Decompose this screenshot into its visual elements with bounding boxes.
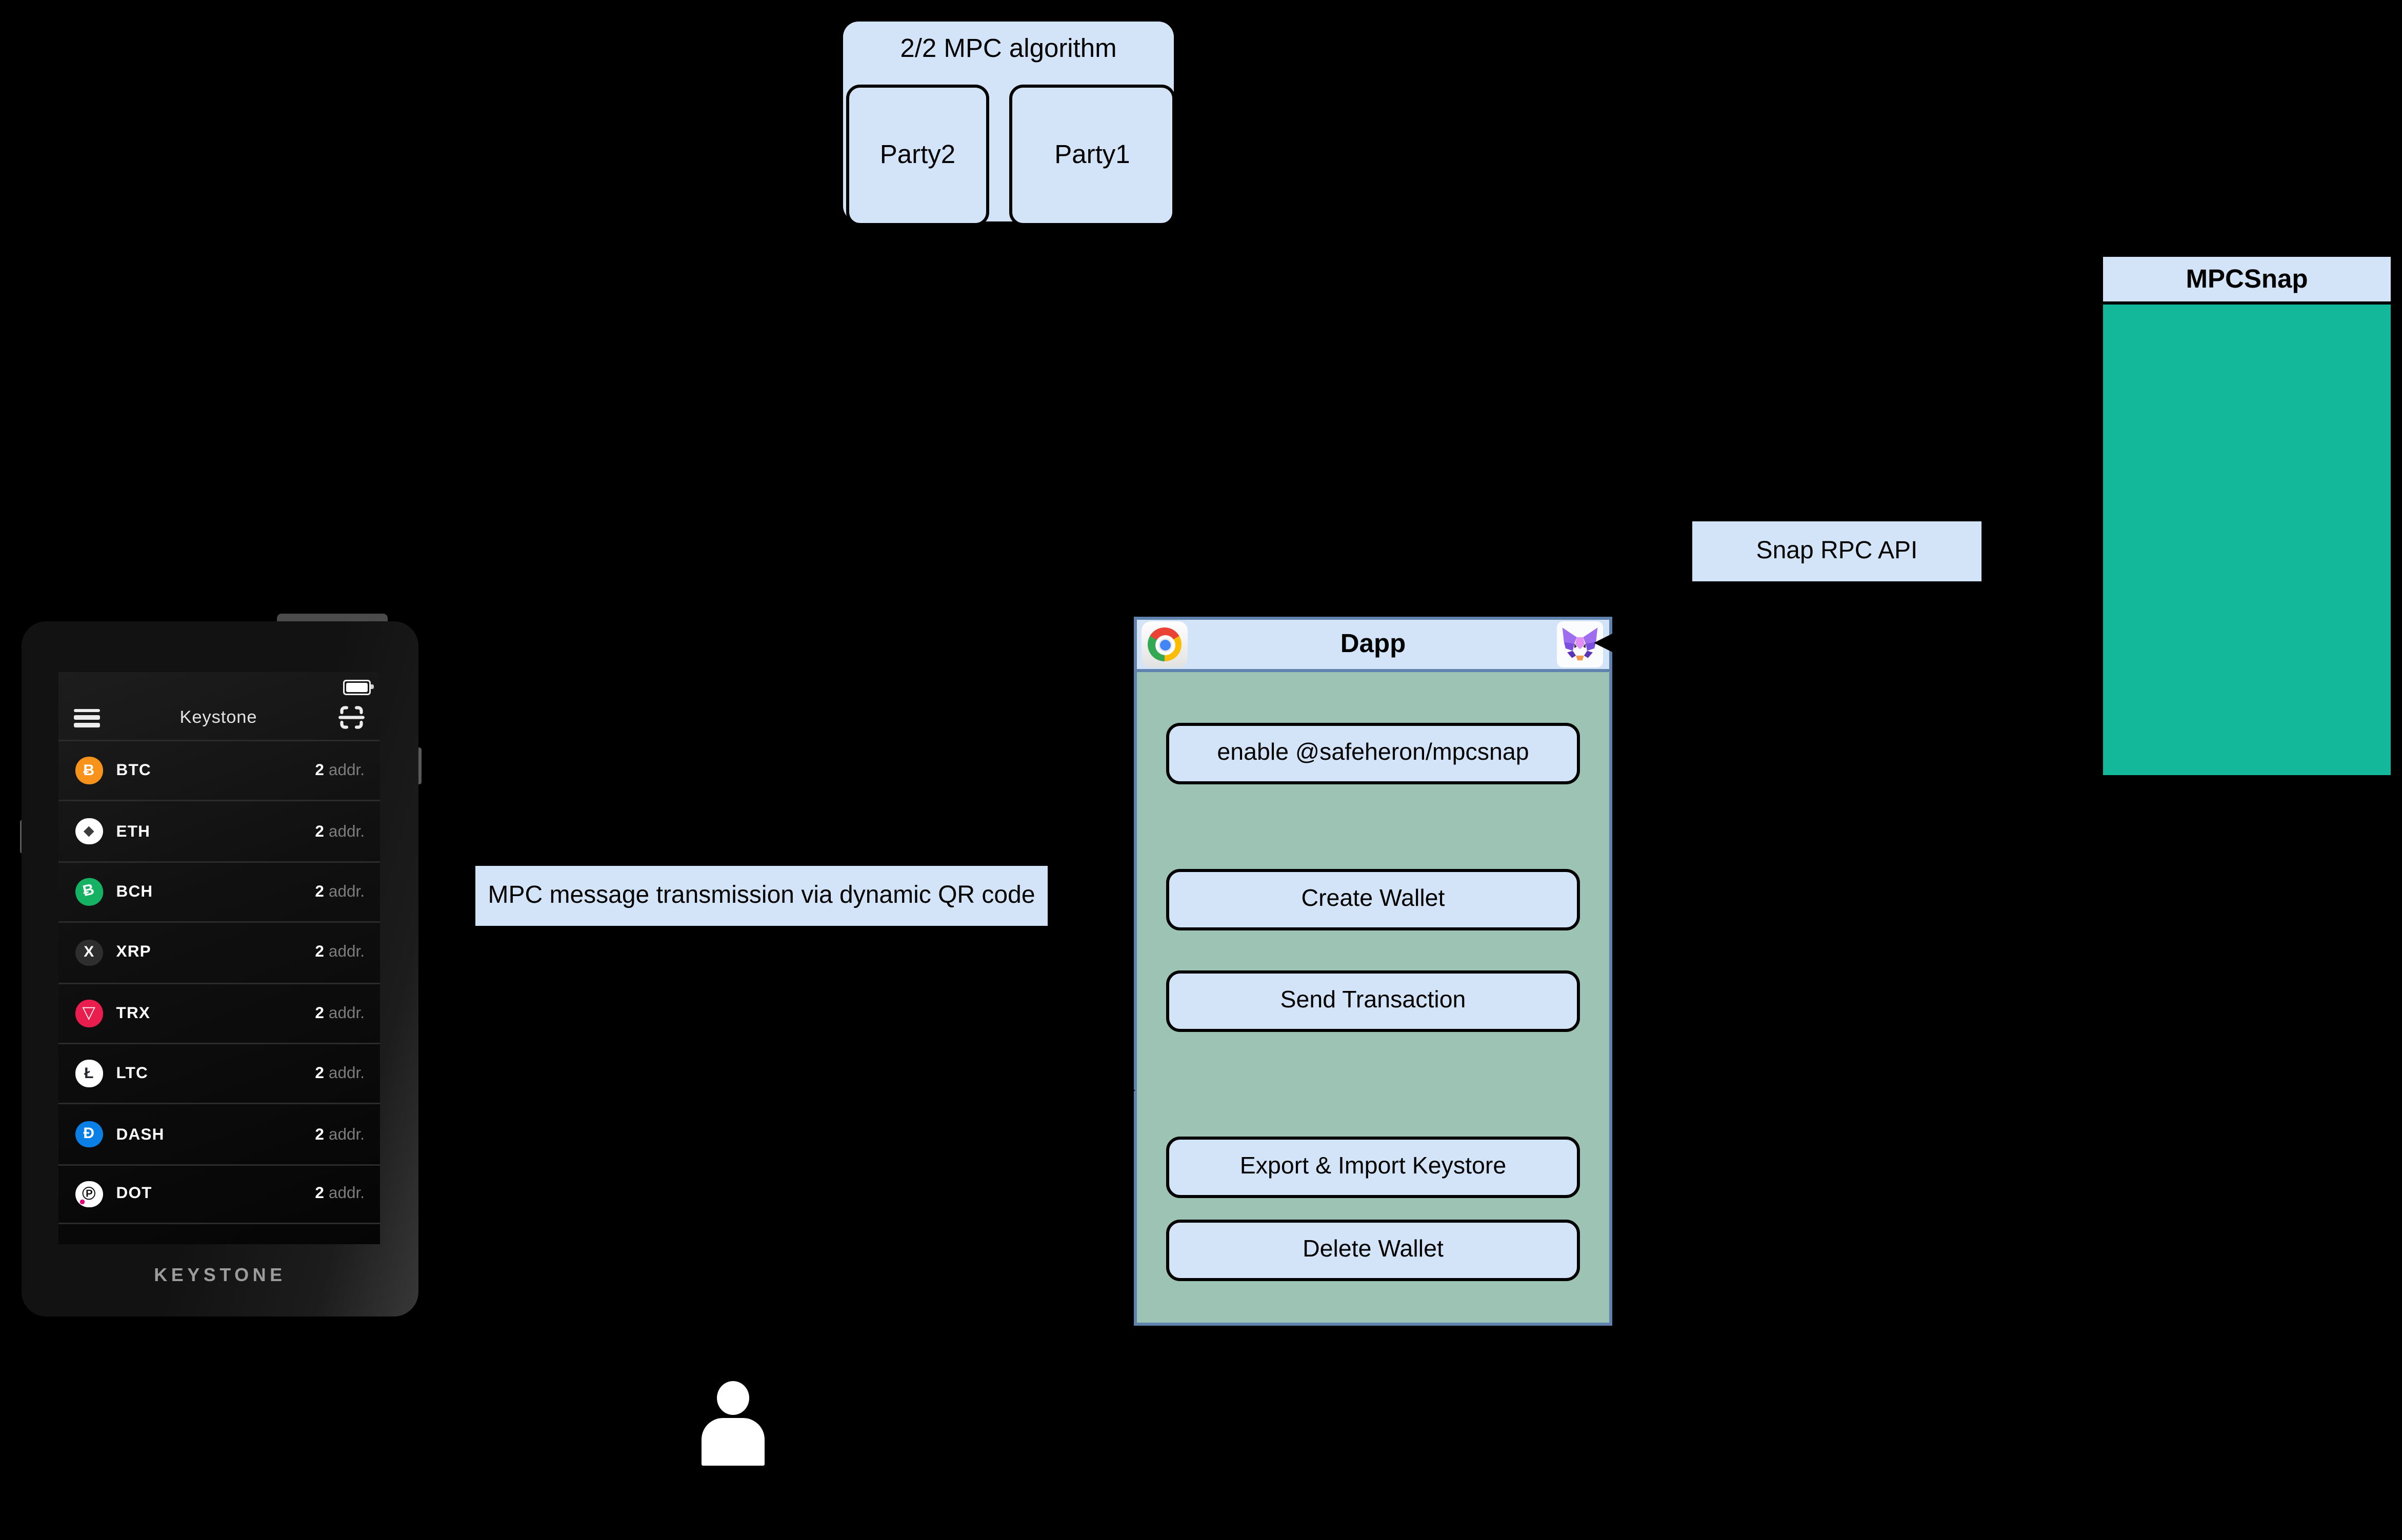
coin-row-xrp[interactable]: X XRP 2 addr.: [58, 921, 380, 982]
chrome-icon: [1148, 627, 1182, 661]
address-unit: addr.: [328, 822, 365, 841]
coin-symbol: DOT: [116, 1185, 152, 1204]
address-unit: addr.: [328, 943, 365, 962]
keystone-right-side-button: [416, 747, 421, 784]
mpcsnap-to-dapp-arrowhead: [1594, 633, 1612, 652]
coin-symbol: XRP: [116, 943, 151, 962]
mpcsnap-panel: MPCSnap: [2103, 257, 2391, 775]
battery-icon: [343, 680, 375, 695]
mpc-algorithm-box: 2/2 MPC algorithm Party2 Party1: [843, 22, 1175, 226]
address-unit: addr.: [328, 882, 365, 901]
party1-box: Party1: [1009, 85, 1175, 226]
address-count: 2: [315, 1004, 324, 1023]
coin-symbol: ETH: [116, 822, 151, 841]
coin-row-trx[interactable]: ▽ TRX 2 addr.: [58, 982, 380, 1043]
party1-label: Party1: [1054, 140, 1130, 169]
trx-coin-icon: ▽: [75, 1000, 103, 1027]
mpc-algorithm-title: 2/2 MPC algorithm: [900, 34, 1117, 63]
ltc-coin-icon: Ł: [75, 1060, 103, 1087]
create-wallet-button[interactable]: Create Wallet: [1166, 869, 1580, 930]
address-count: 2: [315, 882, 324, 901]
coin-symbol: BCH: [116, 882, 153, 901]
address-count: 2: [315, 822, 324, 841]
dapp-title: Dapp: [1340, 629, 1406, 658]
person-icon: [716, 1380, 749, 1414]
hamburger-menu-icon[interactable]: [74, 708, 100, 727]
qr-transmission-label: MPC message transmission via dynamic QR …: [475, 866, 1048, 926]
polkadot-accent-dot: [81, 1199, 85, 1204]
coin-list: Ƀ BTC 2 addr. ◆ ETH 2 addr. Ƀ BCH 2 addr…: [58, 740, 380, 1225]
export-import-keystore-button[interactable]: Export & Import Keystore: [1166, 1137, 1580, 1198]
mpcsnap-title: MPCSnap: [2103, 257, 2391, 305]
address-unit: addr.: [328, 761, 365, 780]
address-unit: addr.: [328, 1185, 365, 1204]
address-unit: addr.: [328, 1125, 365, 1144]
keystone-device: Keystone Ƀ BTC 2 addr. ◆: [22, 621, 418, 1316]
keystone-header: Keystone: [58, 695, 380, 740]
keystone-brand-label: KEYSTONE: [154, 1264, 286, 1286]
party2-box: Party2: [846, 85, 989, 226]
coin-symbol: TRX: [116, 1004, 151, 1023]
dot-coin-icon: ℗: [75, 1181, 103, 1208]
bch-coin-icon: Ƀ: [72, 876, 105, 908]
coin-row-bch[interactable]: Ƀ BCH 2 addr.: [58, 861, 380, 921]
send-transaction-button[interactable]: Send Transaction: [1166, 970, 1580, 1032]
qr-scan-icon[interactable]: [337, 703, 366, 732]
coin-symbol: BTC: [116, 761, 151, 780]
mpcsnap-body: [2103, 305, 2391, 775]
coin-row-ltc[interactable]: Ł LTC 2 addr.: [58, 1042, 380, 1103]
enable-mpcsnap-button[interactable]: enable @safeheron/mpcsnap: [1166, 723, 1580, 784]
snap-rpc-api-label: Snap RPC API: [1692, 521, 1981, 581]
dapp-window: Dapp enable @safeheron/mpc: [1134, 617, 1612, 1326]
coin-symbol: DASH: [116, 1125, 165, 1144]
address-count: 2: [315, 1125, 324, 1144]
dapp-titlebar: Dapp: [1137, 620, 1609, 672]
person-icon-body: [702, 1417, 765, 1465]
address-count: 2: [315, 1064, 324, 1083]
eth-coin-icon: ◆: [75, 818, 103, 845]
coin-symbol: LTC: [116, 1064, 149, 1083]
coin-row-btc[interactable]: Ƀ BTC 2 addr.: [58, 740, 380, 800]
keystone-screen-title: Keystone: [179, 708, 257, 727]
address-count: 2: [315, 761, 324, 780]
address-unit: addr.: [328, 1064, 365, 1083]
qr-to-dapp-arrowhead: [1117, 1081, 1135, 1100]
address-count: 2: [315, 1185, 324, 1204]
delete-wallet-button[interactable]: Delete Wallet: [1166, 1220, 1580, 1281]
coin-row-dot[interactable]: ℗ DOT 2 addr.: [58, 1164, 380, 1225]
keystone-screen: Keystone Ƀ BTC 2 addr. ◆: [58, 672, 380, 1244]
address-count: 2: [315, 943, 324, 962]
coin-row-dash[interactable]: Ð DASH 2 addr.: [58, 1103, 380, 1164]
xrp-coin-icon: X: [75, 939, 103, 966]
btc-coin-icon: Ƀ: [75, 757, 103, 784]
dash-coin-icon: Ð: [75, 1121, 103, 1148]
chrome-icon-tile: [1142, 621, 1188, 667]
coin-row-eth[interactable]: ◆ ETH 2 addr.: [58, 800, 380, 861]
address-unit: addr.: [328, 1004, 365, 1023]
party2-label: Party2: [879, 140, 956, 169]
